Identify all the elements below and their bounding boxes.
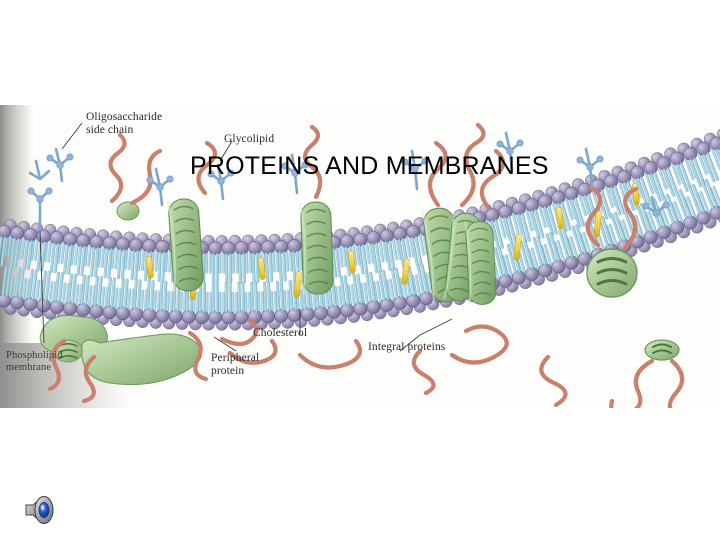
- label-glycolipid: Glycolipid: [224, 133, 275, 145]
- label-integral-proteins: Integral proteins: [368, 341, 446, 353]
- label-phospholipid-membrane: Phospholipid membrane: [6, 350, 63, 373]
- label-oligosaccharide-side-chain: Oligosaccharide side chain: [86, 111, 163, 136]
- glycolipid-knob: [116, 201, 140, 221]
- speaker-icon[interactable]: [22, 492, 64, 528]
- oligosaccharide-beads: [27, 139, 670, 217]
- label-cholesterol: Cholesterol: [253, 327, 308, 339]
- oligosaccharide-chains: [28, 131, 668, 233]
- label-leader-lines: [39, 122, 453, 352]
- membrane-illustration: [0, 122, 720, 408]
- label-peripheral-protein: Peripheral protein: [211, 352, 260, 377]
- membrane-figure: Oligosaccharide side chain Glycolipid Ph…: [0, 105, 720, 408]
- carbohydrate-chains: [47, 122, 685, 408]
- page-title: PROTEINS AND MEMBRANES: [190, 152, 549, 180]
- peripheral-protein-shape: [80, 333, 203, 386]
